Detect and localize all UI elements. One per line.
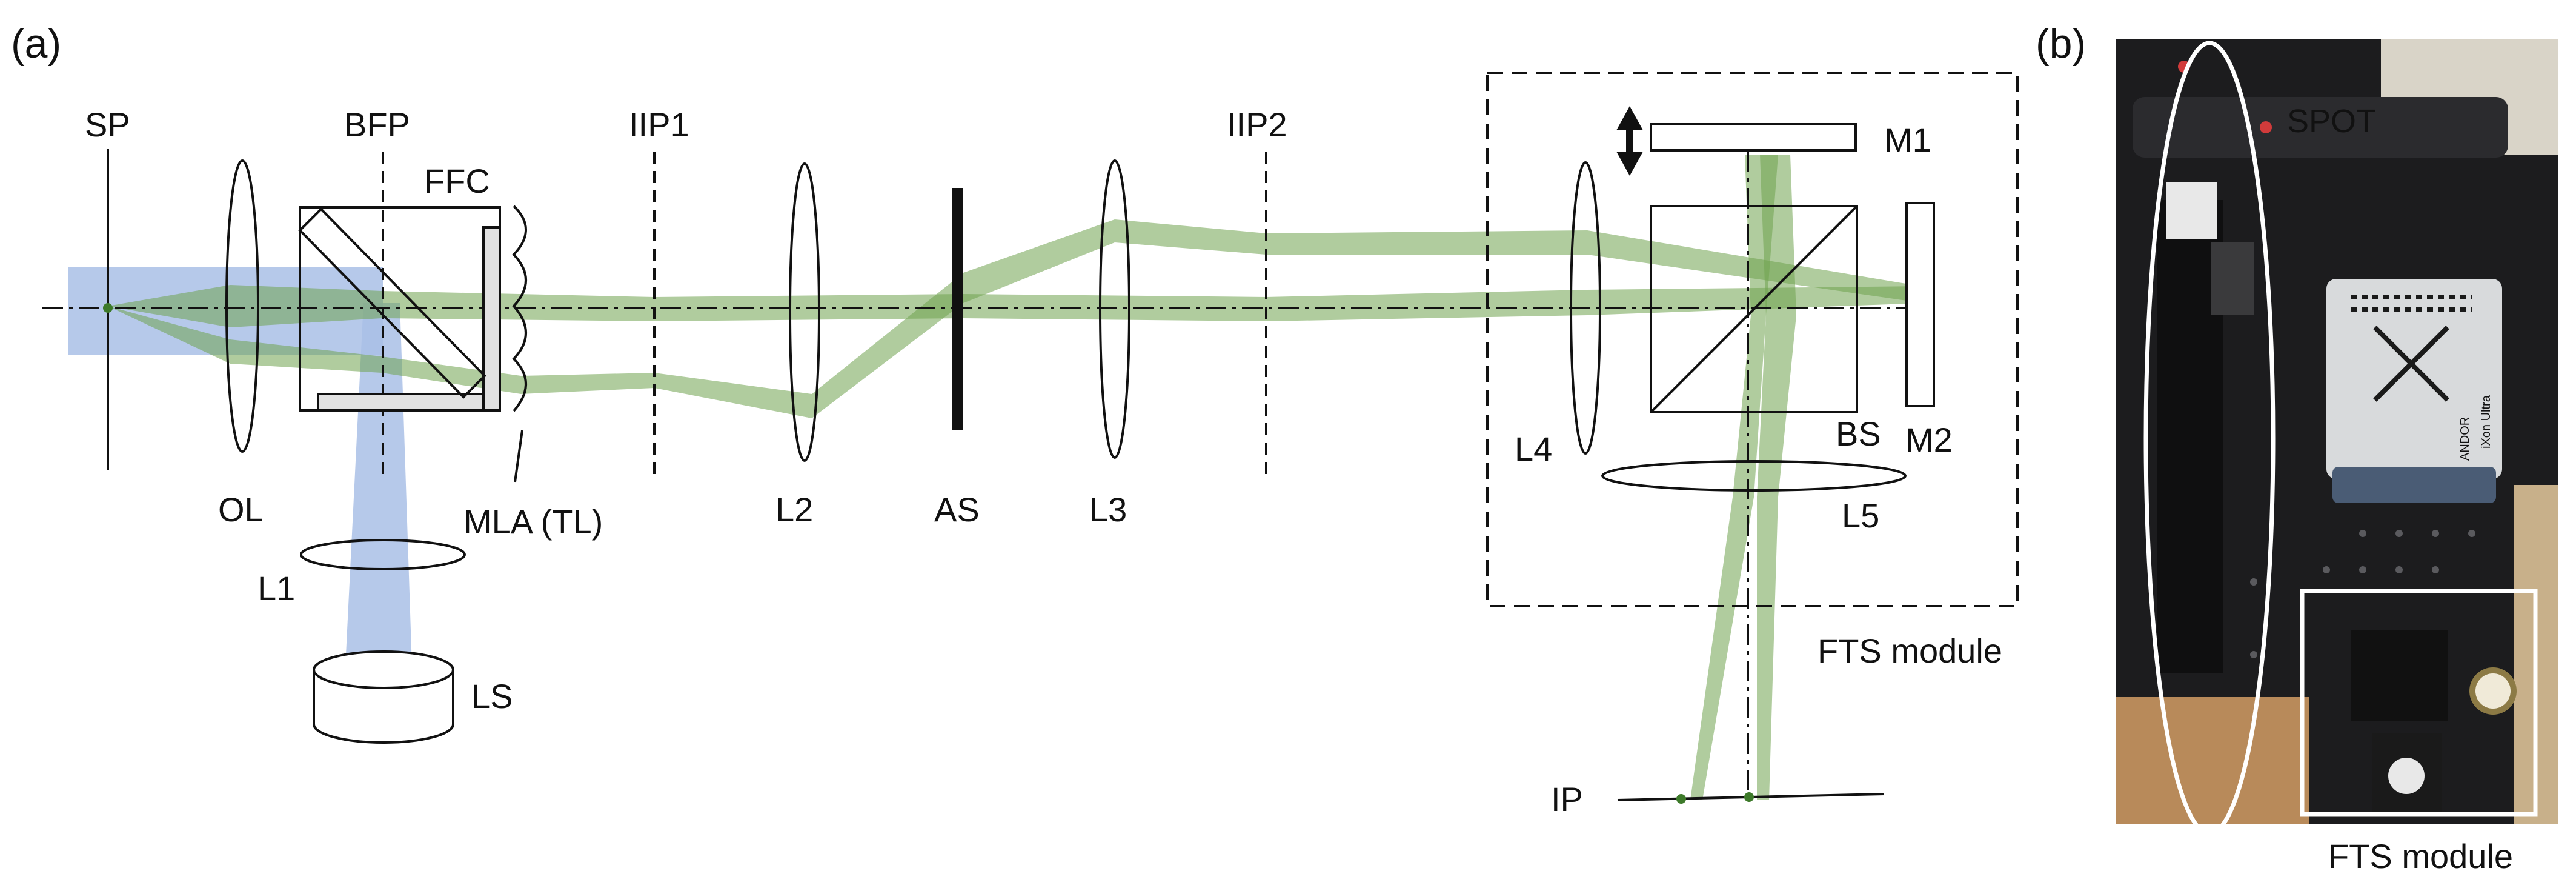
photo-top-bracket [2133, 97, 2508, 158]
label-ffc: FFC [424, 162, 490, 200]
label-ls: LS [471, 677, 513, 715]
panel-b-label: (b) [2036, 21, 2086, 67]
label-sp: SP [85, 105, 130, 144]
label-bs: BS [1836, 415, 1881, 453]
photo-fts-module-box [2300, 589, 2538, 817]
photo-objective-mount [2166, 182, 2217, 239]
beam-splitter [1650, 205, 1858, 413]
label-l2: L2 [775, 490, 813, 529]
aperture-stop [952, 188, 963, 430]
photo-fts-module-label: FTS module [2328, 837, 2513, 875]
light-source [313, 650, 454, 744]
photo-spot-label: SPOT [2287, 103, 2376, 139]
beam-off-axis [108, 219, 1924, 418]
label-mla: MLA (TL) [463, 503, 603, 541]
photo-wooden-table [2116, 697, 2309, 824]
image-point-1 [1676, 794, 1686, 804]
lens-l4 [1570, 161, 1601, 455]
beam-to-image-plane-2 [1757, 155, 1796, 800]
label-l1: L1 [257, 569, 295, 607]
filter-cube [298, 206, 501, 412]
label-m2: M2 [1905, 421, 1953, 459]
microlens-array [512, 205, 527, 412]
label-l4: L4 [1515, 430, 1552, 468]
label-iip2: IIP2 [1227, 105, 1287, 144]
photo-spot-ellipse [2143, 41, 2276, 836]
mla-pointer [514, 430, 523, 483]
label-l5: L5 [1842, 496, 1879, 535]
lens-l3 [1099, 159, 1130, 459]
beam-central-axis [108, 285, 1924, 327]
photo-camera-brand: ANDOR [2458, 417, 2472, 461]
label-as: AS [934, 490, 980, 529]
label-fts-module: FTS module [1817, 632, 2002, 670]
label-l3: L3 [1089, 490, 1127, 529]
photo-camera-model: iXon Ultra [2480, 395, 2493, 449]
lens-l2 [789, 162, 820, 462]
photo-filter-cube [2211, 242, 2254, 315]
photo-camera-base [2332, 467, 2496, 503]
photo-fts-mount [2351, 630, 2448, 721]
label-ol: OL [218, 490, 264, 529]
label-bfp: BFP [344, 105, 410, 144]
image-point-2 [1744, 792, 1754, 802]
photo-fts-lens-right [2469, 667, 2517, 715]
photo-red-knob-2 [2260, 121, 2272, 133]
panel-a-label: (a) [11, 21, 61, 67]
objective-lens [225, 159, 259, 453]
imaging-beam [108, 155, 1924, 800]
mirror-m2 [1905, 202, 1935, 407]
m1-translation-arrow [1616, 106, 1643, 176]
beam-to-image-plane-1 [1690, 155, 1778, 800]
lens-l1 [300, 539, 466, 570]
label-iip1: IIP1 [629, 105, 689, 144]
mirror-m1 [1650, 123, 1857, 152]
photo-fts-lens-bottom [2388, 758, 2425, 794]
lens-l5 [1601, 460, 1907, 492]
sample-point [103, 303, 113, 313]
label-m1: M1 [1884, 121, 1931, 159]
photo-camera-body [2326, 279, 2502, 479]
photo-camera-vents [2351, 295, 2472, 402]
panel-a-schematic: (a) SP OL BFP FFC [11, 21, 2019, 818]
panel-b-photo: (b) ANDOR iXon Ultra [2036, 21, 2558, 875]
label-ip: IP [1551, 780, 1583, 818]
